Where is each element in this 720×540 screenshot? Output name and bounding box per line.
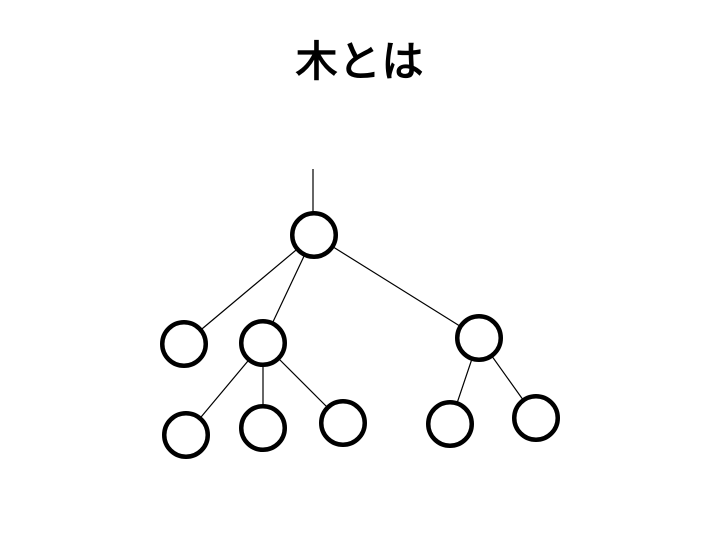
tree-nodes	[160, 211, 560, 459]
tree-node-grandchild-3b	[512, 394, 560, 442]
tree-node-grandchild-2b	[239, 404, 287, 452]
tree-node-grandchild-2a	[162, 411, 210, 459]
tree-node-child-2	[239, 319, 287, 367]
tree-edge-root-to-child-1	[183, 234, 315, 345]
tree-edges	[183, 169, 537, 436]
slide-title: 木とは	[295, 37, 425, 86]
tree-node-grandchild-3a	[426, 400, 474, 448]
tree-node-grandchild-2c	[319, 399, 367, 447]
tree-edge-root-to-child-3	[313, 234, 480, 339]
tree-node-child-1	[160, 320, 208, 368]
tree-node-child-3	[455, 314, 503, 362]
tree-node-root	[290, 211, 338, 259]
